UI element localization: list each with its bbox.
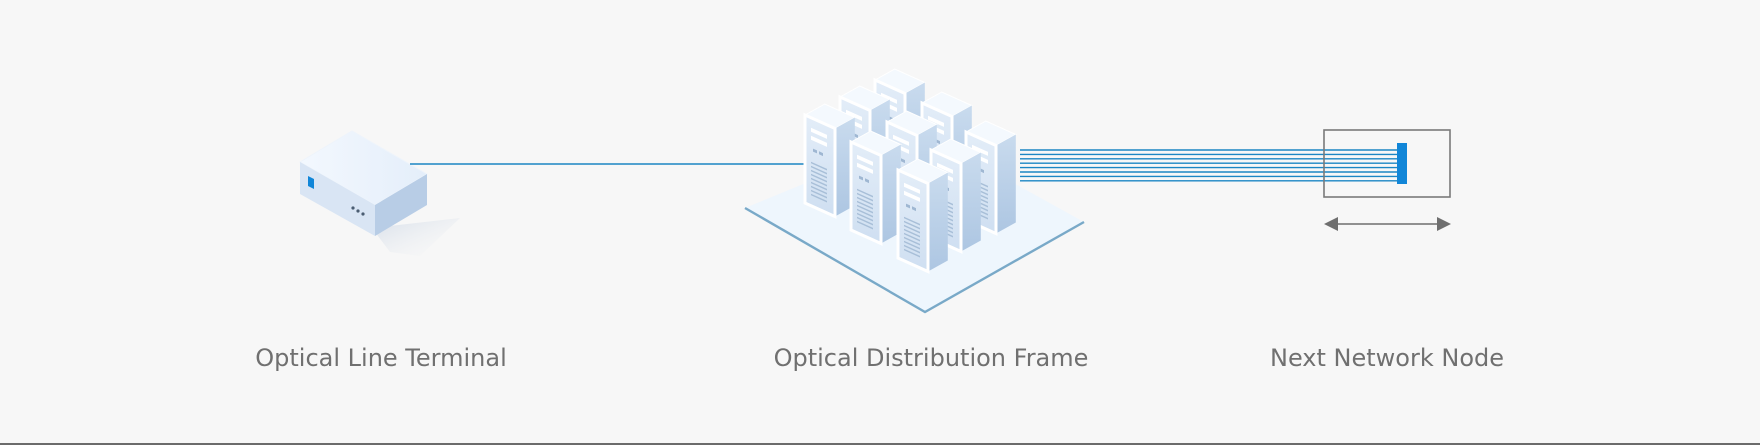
server-rack (803, 103, 856, 219)
node-port (1397, 143, 1407, 184)
node-label: Next Network Node (1269, 344, 1505, 372)
server-rack (896, 158, 949, 274)
server-rack-cluster-icon (744, 68, 1085, 314)
double-arrow-icon (1324, 217, 1451, 231)
node-frame (1323, 129, 1451, 198)
server-rack (849, 130, 902, 246)
olt-device-icon (299, 130, 460, 256)
olt-label: Optical Line Terminal (255, 344, 507, 372)
odf-label: Optical Distribution Frame (773, 344, 1089, 372)
bottom-divider (0, 443, 1760, 445)
fiber-bundle (1020, 149, 1400, 182)
network-node-icon (1323, 129, 1451, 198)
